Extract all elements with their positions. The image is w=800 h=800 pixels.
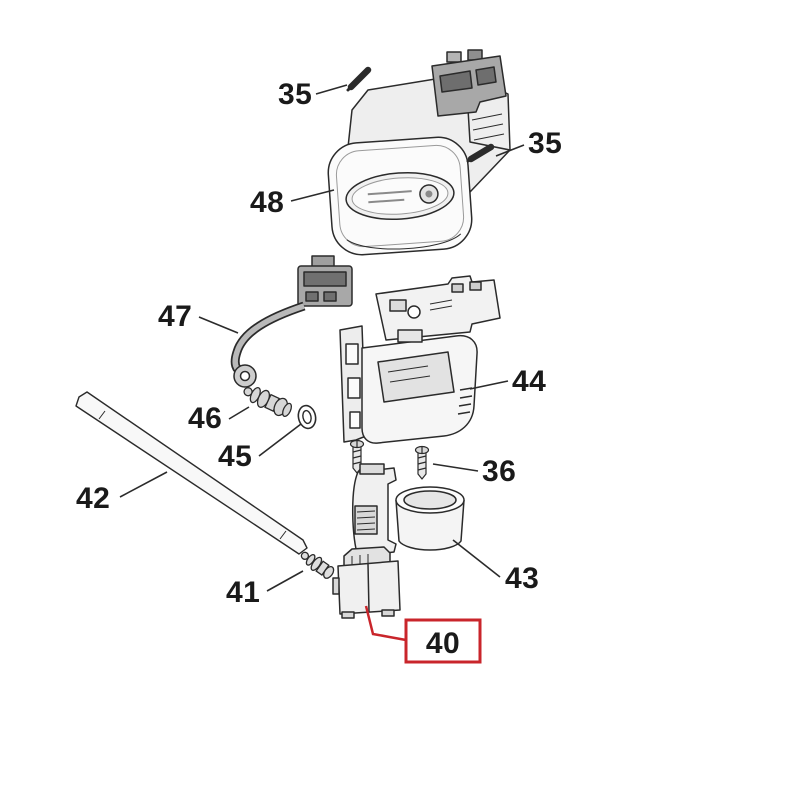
brand-emboss-oval <box>345 171 455 221</box>
leader-46 <box>228 406 250 420</box>
callout-40: 40 <box>426 627 460 660</box>
leader-45 <box>258 423 302 457</box>
leader-41 <box>266 570 304 592</box>
part-46-plug <box>243 386 293 418</box>
callout-48: 48 <box>250 186 284 219</box>
callout-labels: 35 35 48 47 44 46 45 36 42 43 41 <box>76 78 562 609</box>
callout-45: 45 <box>218 440 252 473</box>
part-44-bracket-assembly <box>339 275 501 444</box>
highlight-leader-40 <box>364 605 407 642</box>
leader-35-right <box>495 144 525 157</box>
leader-48 <box>290 189 335 202</box>
leader-35-top <box>315 84 348 95</box>
callout-42: 42 <box>76 482 110 515</box>
part-42-tube <box>75 391 308 555</box>
part-35-screw-right <box>466 143 495 163</box>
part-35-screw-top <box>346 66 372 92</box>
leader-47 <box>198 316 239 334</box>
callout-36: 36 <box>482 455 516 488</box>
callout-46: 46 <box>188 402 222 435</box>
screw <box>414 445 430 480</box>
front-cover <box>327 136 473 256</box>
callout-35-top: 35 <box>278 78 312 111</box>
highlight-callout-40: 40 <box>364 605 482 664</box>
highlight-box-40 <box>404 618 482 664</box>
screw <box>349 439 365 474</box>
leader-42 <box>119 471 168 498</box>
connector-block <box>431 49 507 117</box>
leader-43 <box>452 539 501 578</box>
callout-47: 47 <box>158 300 192 333</box>
part-36-screws <box>349 439 430 480</box>
callout-43: 43 <box>505 562 539 595</box>
leader-36 <box>432 463 479 472</box>
part-45-o-ring <box>297 404 317 430</box>
callout-41: 41 <box>226 576 260 609</box>
part-48-cover-assembly <box>327 49 511 256</box>
part-47-cable-assembly <box>230 255 353 388</box>
part-43-holder <box>352 463 465 557</box>
leader-44 <box>469 380 509 390</box>
callout-35-right: 35 <box>528 127 562 160</box>
part-40-switch <box>332 546 401 619</box>
leader-lines <box>119 84 525 592</box>
part-41-fitting <box>300 551 335 579</box>
callout-44: 44 <box>512 365 546 398</box>
